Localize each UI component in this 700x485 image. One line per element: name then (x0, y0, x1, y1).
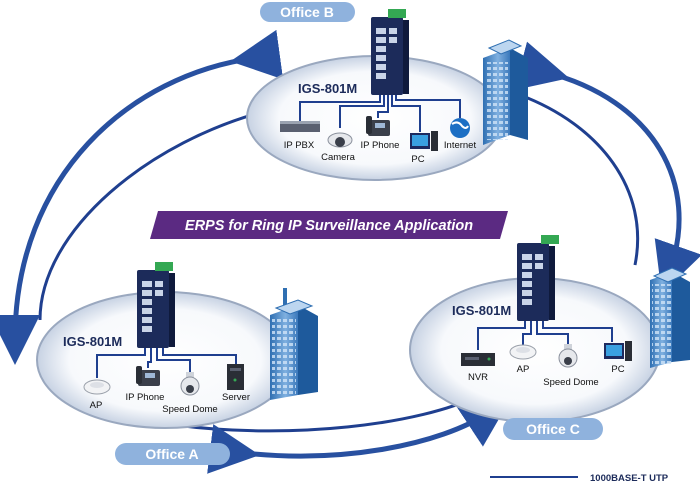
office-b-device-label-pc: PC (411, 154, 424, 165)
speed-dome-icon (558, 344, 578, 368)
pc-icon (604, 341, 632, 361)
svg-text:Office B: Office B (280, 4, 334, 20)
office-c-group: NVR AP Speed Dome PC IGS-801M (409, 235, 690, 423)
arrow-a-b (0, 29, 284, 365)
legend-label: 1000BASE-T UTP (590, 473, 669, 484)
office-b-device-label-camera: Camera (321, 152, 356, 163)
link-b-c (519, 93, 640, 266)
arrow-a-c (207, 398, 511, 474)
office-c-device-label-speed-dome: Speed Dome (543, 377, 598, 388)
office-a-device-label-server: Server (222, 392, 250, 403)
svg-text:Office A: Office A (145, 446, 198, 462)
speed-dome-icon (180, 372, 200, 396)
office-c-label: Office C (503, 418, 603, 440)
office-a-device-label-ap: AP (90, 400, 103, 411)
office-b-label: Office B (260, 2, 355, 22)
office-b-group: IP PBX Camera IP Phone PC Internet IGS-8… (246, 9, 528, 181)
building-a-icon (270, 288, 318, 400)
phone-icon (366, 116, 390, 136)
office-c-device-label-ap: AP (517, 364, 530, 375)
office-a-device-label-phone: IP Phone (126, 392, 165, 403)
server-icon (227, 364, 244, 390)
office-c-switch-model: IGS-801M (452, 303, 511, 318)
building-b-icon (483, 39, 528, 145)
globe-icon (450, 118, 470, 138)
phone-icon (136, 366, 160, 386)
office-a-switch-model: IGS-801M (63, 334, 122, 349)
switch-b-icon (371, 9, 409, 95)
office-b-device-label-phone: IP Phone (361, 140, 400, 151)
camera-icon (327, 132, 353, 148)
pbx-icon (280, 121, 320, 132)
nvr-icon (461, 353, 495, 366)
office-b-device-label-internet: Internet (444, 140, 477, 151)
svg-text:Office C: Office C (526, 421, 580, 437)
access-point-icon (509, 344, 537, 360)
building-c-icon (650, 267, 690, 368)
office-a-group: AP IP Phone Speed Dome Server IGS-801M (36, 262, 318, 429)
office-b-switch-model: IGS-801M (298, 81, 357, 96)
office-b-device-label-pbx: IP PBX (284, 140, 315, 151)
switch-a-icon (137, 262, 175, 348)
arrow-b-c (514, 41, 700, 294)
ring-arrows (0, 29, 700, 474)
switch-c-icon (517, 235, 559, 321)
pc-icon (410, 131, 438, 151)
office-a-label: Office A (115, 443, 230, 465)
access-point-icon (83, 379, 111, 395)
diagram-title: ERPS for Ring IP Surveillance Applicatio… (185, 218, 473, 234)
title-banner: ERPS for Ring IP Surveillance Applicatio… (150, 211, 508, 239)
legend: 1000BASE-T UTP (490, 473, 669, 484)
office-c-device-label-pc: PC (611, 364, 624, 375)
office-c-device-label-nvr: NVR (468, 372, 488, 383)
office-a-device-label-speed-dome: Speed Dome (162, 404, 217, 415)
